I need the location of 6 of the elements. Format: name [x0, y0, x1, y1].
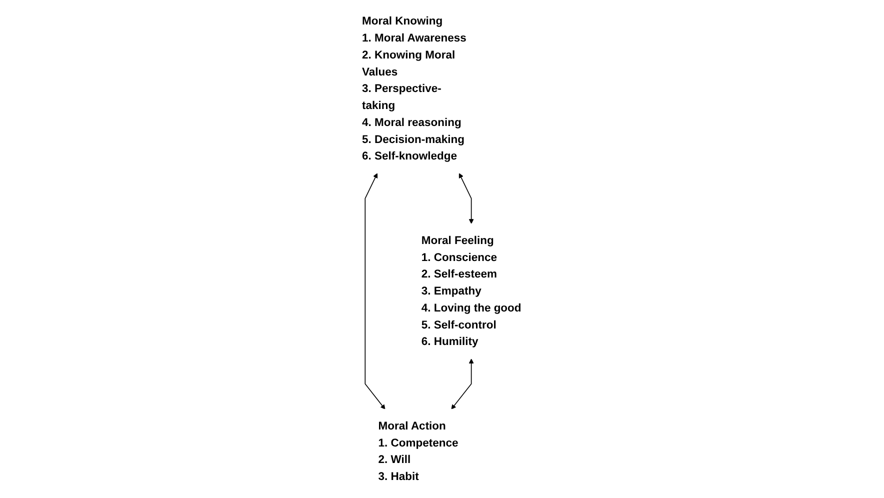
node-text: Moral Action 1. Competence 2. Will 3. Habit [378, 420, 459, 483]
arrow [452, 358, 474, 410]
node-text: Moral Knowing 1. Moral Awareness 2. Knowing Moral Values 3. Perspective-taking 4. Moral reasoning 5. Decision-making 6. Self-knowledge [362, 15, 467, 162]
arrow [365, 173, 386, 410]
node-text: Moral Feeling 1. Conscience 2. Self-esteem 3. Empathy 4. Loving the good 5. Self-control 6. Humility [422, 234, 522, 348]
arrow [459, 173, 474, 224]
